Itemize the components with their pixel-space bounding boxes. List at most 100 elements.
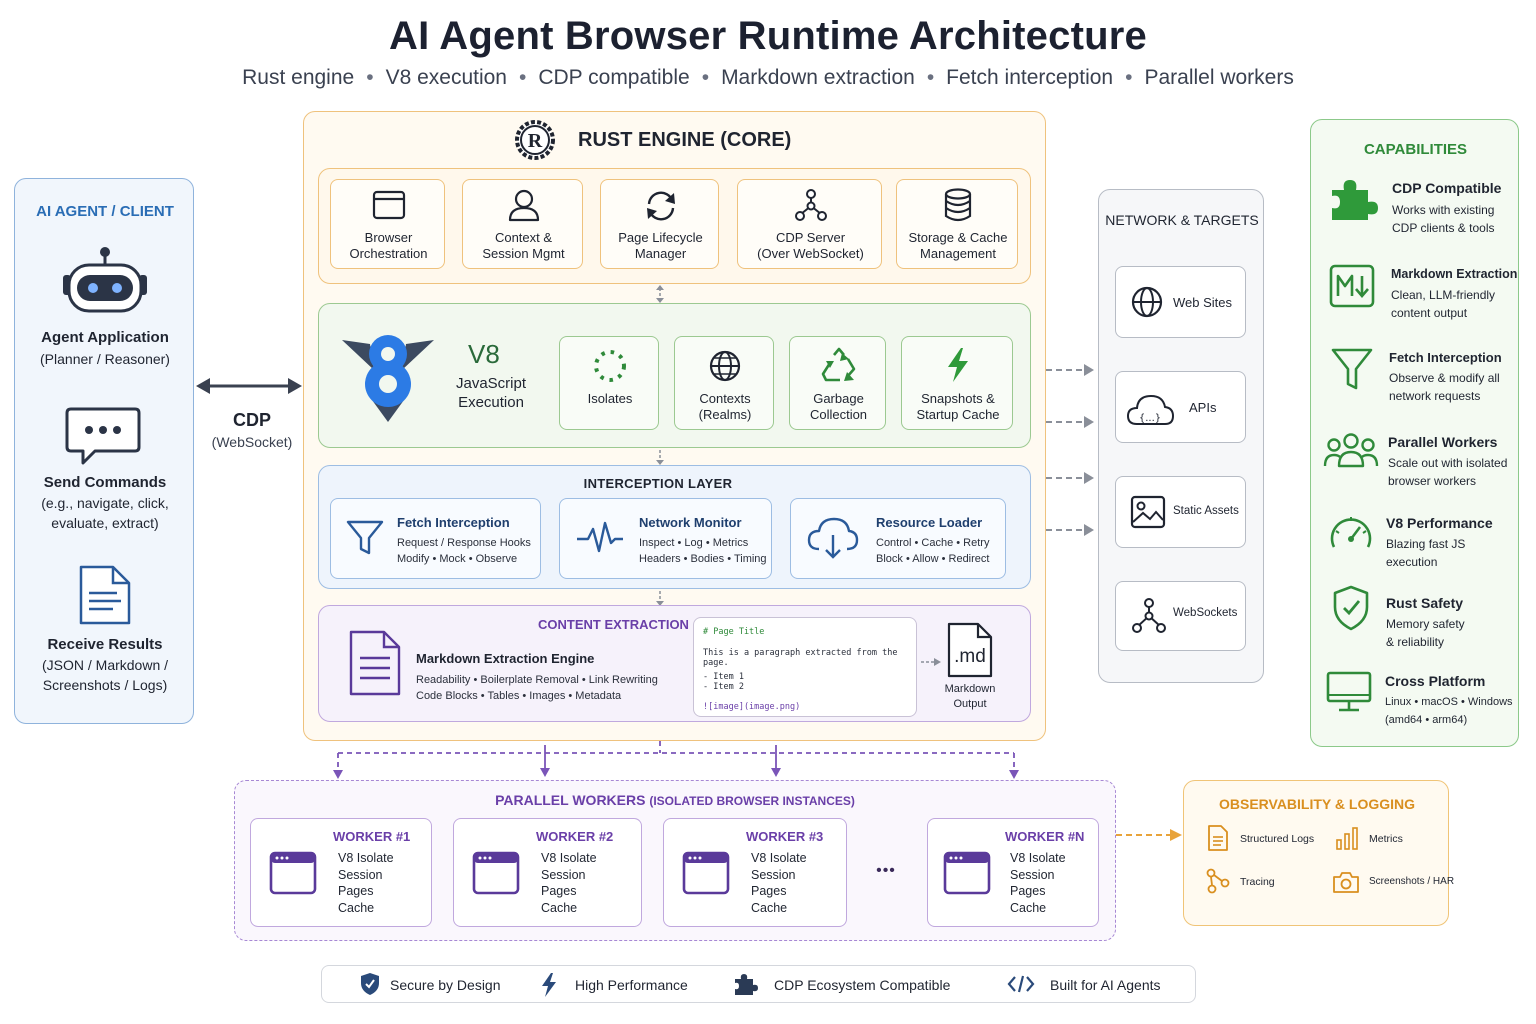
capability-line: & reliability bbox=[1386, 635, 1445, 649]
updown-arrow-icon bbox=[656, 285, 664, 303]
worker-line: V8 Isolate bbox=[541, 851, 597, 865]
shield-check-icon bbox=[361, 973, 379, 995]
worker-name: WORKER #2 bbox=[536, 829, 614, 844]
worker-line: Pages bbox=[751, 884, 787, 899]
target-apis: {...} APIs bbox=[1115, 371, 1246, 443]
workers-header-sub: (ISOLATED BROWSER INSTANCES) bbox=[649, 794, 855, 808]
log-file-icon bbox=[1208, 825, 1228, 851]
capability-line: Scale out with isolated bbox=[1388, 456, 1508, 470]
worker-line: V8 Isolate bbox=[751, 851, 807, 865]
recycle-icon bbox=[821, 347, 856, 382]
browser-window-icon bbox=[682, 851, 730, 895]
subtitle-item: Fetch interception bbox=[946, 66, 1114, 89]
svg-text:{...}: {...} bbox=[1139, 413, 1161, 424]
capability-line: (amd64 • arm64) bbox=[1385, 714, 1468, 726]
document-icon bbox=[79, 565, 131, 625]
markdown-icon bbox=[1329, 264, 1375, 308]
subtitle-item: Parallel workers bbox=[1144, 66, 1294, 89]
users-group-icon bbox=[1323, 433, 1379, 468]
code-icon bbox=[1007, 975, 1035, 993]
target-web-sites: Web Sites bbox=[1115, 266, 1246, 338]
capability-title: Cross Platform bbox=[1385, 673, 1486, 689]
observability-item: Tracing bbox=[1240, 876, 1275, 888]
worker-line: Cache bbox=[541, 901, 578, 916]
resource-loader-card: Resource Loader Control • Cache • Retry … bbox=[790, 498, 1006, 579]
worker-card: WORKER #1 V8 Isolate Session Pages Cache bbox=[250, 818, 432, 927]
rust-engine-header: RUST ENGINE (CORE) bbox=[578, 129, 792, 151]
target-label: WebSockets bbox=[1173, 607, 1238, 619]
worker-line: Cache bbox=[751, 901, 788, 916]
user-icon bbox=[508, 189, 540, 222]
observability-item: Structured Logs bbox=[1240, 833, 1315, 845]
capability-line: Observe & modify all bbox=[1389, 371, 1500, 385]
fetch-interception-card: Fetch Interception Request / Response Ho… bbox=[330, 498, 541, 579]
markdown-output-label: Markdown bbox=[944, 683, 996, 695]
funnel-icon bbox=[346, 520, 384, 555]
capability-line: network requests bbox=[1389, 389, 1481, 403]
code-line: ![image](image.png) bbox=[703, 702, 801, 712]
capability-line: execution bbox=[1386, 555, 1438, 569]
capability-line: Memory safety bbox=[1386, 617, 1465, 631]
send-commands-title: Send Commands bbox=[43, 474, 167, 491]
module-cdp-server: CDP Server (Over WebSocket) bbox=[737, 179, 882, 269]
resource-loader-title: Resource Loader bbox=[876, 515, 983, 530]
funnel-icon bbox=[1331, 348, 1373, 390]
capability-title: V8 Performance bbox=[1386, 515, 1493, 531]
browser-window-icon bbox=[472, 851, 520, 895]
v8-title: V8 bbox=[468, 339, 500, 369]
code-line: # Page Title bbox=[703, 627, 765, 637]
footer-item: Secure by Design bbox=[390, 977, 501, 993]
receive-results-sub: Screenshots / Logs) bbox=[42, 677, 168, 693]
worker-line: Pages bbox=[1010, 884, 1046, 899]
module-browser-orchestration: Browser Orchestration bbox=[330, 179, 445, 269]
capability-line: CDP clients & tools bbox=[1392, 221, 1495, 235]
target-websockets: WebSockets bbox=[1115, 581, 1246, 651]
worker-name: WORKER #3 bbox=[746, 829, 824, 844]
worker-lines: V8 Isolate Session Pages Cache bbox=[1010, 850, 1066, 917]
markdown-code-preview: # Page Title This is a paragraph extract… bbox=[693, 617, 917, 717]
worker-lines: V8 Isolate Session Pages Cache bbox=[751, 850, 807, 917]
module-label: Storage & Cache bbox=[908, 230, 1008, 245]
network-monitor-line: Headers • Bodies • Timing bbox=[639, 553, 767, 565]
robot-icon bbox=[63, 247, 147, 313]
v8-item-label: (Realms) bbox=[698, 407, 752, 422]
fetch-interception-title: Fetch Interception bbox=[397, 515, 510, 530]
module-storage-cache: Storage & Cache Management bbox=[896, 179, 1018, 269]
footer-item: High Performance bbox=[575, 977, 688, 993]
puzzle-icon bbox=[735, 974, 758, 995]
module-label: Orchestration bbox=[349, 246, 428, 261]
content-extraction-header: CONTENT EXTRACTION bbox=[538, 617, 689, 632]
browser-window-icon bbox=[269, 851, 317, 895]
capability-line: browser workers bbox=[1388, 474, 1477, 488]
markdown-engine-line: Code Blocks • Tables • Images • Metadata bbox=[416, 690, 622, 702]
observability-panel: OBSERVABILITY & LOGGING bbox=[1183, 780, 1449, 926]
worker-line: V8 Isolate bbox=[338, 851, 394, 865]
down-arrow-icon bbox=[656, 591, 664, 606]
subtitle: Rust engine•V8 execution•CDP compatible•… bbox=[242, 66, 1294, 89]
module-label: Management bbox=[920, 246, 996, 261]
network-monitor-line: Inspect • Log • Metrics bbox=[639, 537, 749, 549]
document-lines-icon bbox=[349, 630, 401, 696]
worker-line: Cache bbox=[338, 901, 375, 916]
capability-title: Fetch Interception bbox=[1389, 350, 1502, 365]
shield-check-icon bbox=[1333, 585, 1369, 631]
browser-window-icon bbox=[943, 851, 991, 895]
footer-item: Built for AI Agents bbox=[1050, 977, 1161, 993]
rust-logo-icon: R bbox=[515, 120, 555, 160]
module-label: Context & bbox=[494, 230, 553, 245]
database-icon bbox=[944, 188, 972, 222]
worker-line: Pages bbox=[338, 884, 374, 899]
markdown-engine-title: Markdown Extraction Engine bbox=[416, 651, 595, 666]
v8-sub: JavaScript bbox=[455, 375, 527, 392]
capability-line: Clean, LLM-friendly bbox=[1391, 288, 1496, 302]
client-header: AI AGENT / CLIENT bbox=[36, 203, 174, 220]
module-label: Browser bbox=[364, 230, 413, 245]
isolates-icon bbox=[594, 350, 626, 382]
target-label: Static Assets bbox=[1173, 505, 1239, 517]
svg-text:R: R bbox=[528, 130, 543, 152]
subtitle-item: V8 execution bbox=[385, 66, 507, 89]
camera-icon bbox=[1333, 872, 1359, 893]
v8-snapshots: Snapshots & Startup Cache bbox=[901, 336, 1013, 430]
code-line: - Item 1 bbox=[703, 672, 744, 682]
tracing-icon bbox=[1206, 868, 1230, 894]
